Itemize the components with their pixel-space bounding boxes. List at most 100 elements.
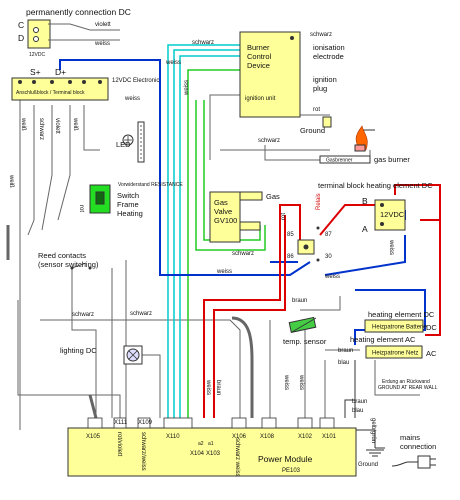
mains-gelb-gruen: gelb/grün xyxy=(370,418,376,443)
x104-label: X104 xyxy=(190,451,205,457)
connector-x109 xyxy=(137,417,151,429)
relay-rot-wire: rot xyxy=(281,213,287,220)
ground-terminal xyxy=(322,116,332,128)
pin-a1-label: a1 xyxy=(208,441,214,447)
x111-label: X111 xyxy=(114,420,128,426)
tb-wire-label-4: weiß xyxy=(72,117,78,131)
relay-voltage-label: 12VDC xyxy=(380,210,405,219)
violet-wire-label: violett xyxy=(95,22,111,28)
cyan-weiss-label: weiss xyxy=(184,80,190,96)
relay-block-title: terminal block heating element DC xyxy=(318,181,433,190)
earthing-label: Erdung an Rückwand GROUND AT REAR WALL xyxy=(378,379,438,391)
heating-ac-tag: AC xyxy=(426,349,437,358)
switch-frame-heating[interactable] xyxy=(89,184,111,214)
s-plus-label: S+ xyxy=(30,67,41,77)
power-module-body xyxy=(67,427,357,477)
relay-pin-30: 30 xyxy=(325,254,332,260)
weiss-led-wire: weiss xyxy=(124,96,140,102)
x108-label: X108 xyxy=(260,434,275,440)
schwarz-weiss-label-2: schwarz weiss xyxy=(234,438,240,477)
gas-burner-icon xyxy=(319,125,371,164)
burner-control-device xyxy=(239,31,301,118)
electronic-voltage-label: 12VDC Electronic xyxy=(112,78,159,84)
schwarz-weiss-label: schwarz/weiss xyxy=(140,432,146,471)
connector-x111 xyxy=(113,417,127,429)
wires-red xyxy=(203,184,441,418)
tb-wire-label-3: violett xyxy=(54,118,60,134)
gas-valve-label: Gas Valve GV100 xyxy=(214,198,237,225)
heating-ac-label: heating element AC xyxy=(350,335,416,344)
power-module-connectors xyxy=(87,417,335,429)
temp-sensor-icon xyxy=(288,316,317,333)
relay-weiss-wire-2: weiss xyxy=(324,274,340,280)
x106-label: X106 xyxy=(232,434,247,440)
reed-label: Reed contacts (sensor switching) xyxy=(38,251,99,269)
connector-x102 xyxy=(297,417,313,429)
gasbrenner-label: Gasbrenner xyxy=(326,158,353,164)
sensor-weiss-label: weiss xyxy=(298,374,304,390)
x102-label: X102 xyxy=(298,434,313,440)
dc-voltage-label: 12VDC xyxy=(29,52,46,58)
ignition-unit-label: ignition unit xyxy=(245,96,276,102)
connector-x101 xyxy=(319,417,335,429)
resistance-label: Vorwiderstand RESISTANCE xyxy=(118,182,183,188)
led-icon xyxy=(122,134,134,146)
mains-blau: blau xyxy=(352,408,363,414)
rot-violett-label: rot/violett xyxy=(116,432,122,457)
power-module-title: Power Module xyxy=(258,454,313,464)
gas-label: Gas xyxy=(266,192,280,201)
x101-label: X101 xyxy=(322,434,337,440)
heating-ac-box xyxy=(365,345,423,359)
tb-wire-label-2: schwarz xyxy=(38,118,44,140)
x103-label: X103 xyxy=(206,451,221,457)
d-label: D xyxy=(18,33,24,43)
light-bulb-icon xyxy=(123,345,143,365)
ground-label: Ground xyxy=(300,126,325,135)
lighting-label: lighting DC xyxy=(60,346,97,355)
c-label: C xyxy=(18,20,24,30)
pin-a2-label: a2 xyxy=(198,441,204,447)
mains-plug-icon xyxy=(391,455,436,469)
burner-schwarz-label: schwarz xyxy=(310,32,332,38)
relay-pin-86: 86 xyxy=(287,254,294,260)
heating-dc-box-label: Heizpatrone Batterie xyxy=(372,325,427,331)
pm-braun-wire: braun xyxy=(215,380,221,395)
burner-title: Burner Control Device xyxy=(247,43,273,70)
switch-rot-label: rot xyxy=(78,205,84,212)
relay-label: Relais xyxy=(316,193,322,210)
tb-wire-label-5: weiß xyxy=(8,174,14,188)
temp-sensor-label: temp. sensor xyxy=(283,337,327,346)
schwarz-top-label: schwarz xyxy=(192,40,214,46)
connector-x110 xyxy=(163,417,193,429)
led-label: LED xyxy=(116,140,131,149)
reed-switch-icon xyxy=(70,262,92,270)
burner-body xyxy=(239,31,301,118)
tb-wire-label-1: weiß xyxy=(20,117,26,131)
heating-ac-braun: braun xyxy=(338,348,353,354)
terminal-block xyxy=(11,77,109,101)
weiss-wire-label-top: weiss xyxy=(94,41,110,47)
cable-tubes xyxy=(6,225,254,419)
mid-schwarz-label: schwarz xyxy=(130,311,152,317)
gas-valve-schwarz: schwarz xyxy=(232,251,254,257)
d-plus-label: D+ xyxy=(55,67,66,77)
relay-pin-87: 87 xyxy=(325,232,332,238)
relay-b-label: B xyxy=(362,196,368,206)
heating-ac-blau: blau xyxy=(338,360,349,366)
wires-cyan xyxy=(167,44,240,418)
ground-symbol-icon xyxy=(366,449,384,457)
terminal-block-body xyxy=(11,77,109,101)
relay-terminal-block xyxy=(374,199,406,231)
connector-x105 xyxy=(87,417,103,429)
gas-valve-body xyxy=(209,191,241,243)
relay-weiss-label: weiss xyxy=(388,239,394,255)
ionisation-label: ionisation electrode xyxy=(313,43,347,61)
x109-label: X109 xyxy=(138,420,153,426)
heating-ac-box-label: Heizpatrone Netz xyxy=(372,351,418,357)
mains-braun: braun xyxy=(352,399,367,405)
mains-connection-label: mains connection xyxy=(400,433,436,451)
reed-schwarz-label: schwarz xyxy=(72,312,94,318)
connector-x106 xyxy=(231,417,247,429)
heating-dc-box xyxy=(364,319,424,333)
